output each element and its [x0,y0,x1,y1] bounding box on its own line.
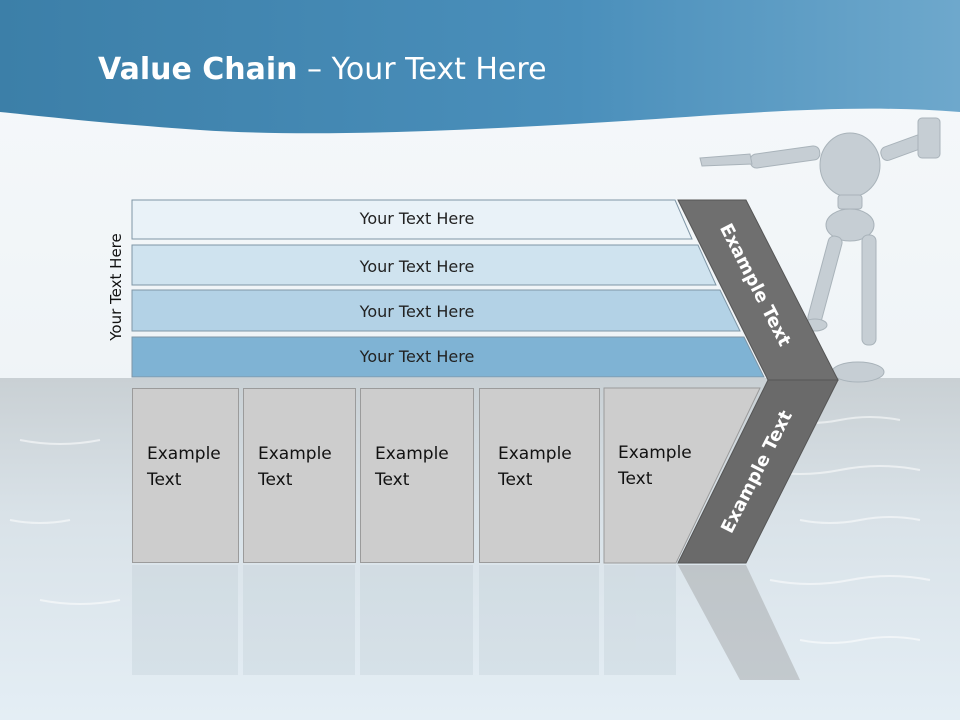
chevron-reflection [678,565,800,680]
box-reflections [132,565,676,675]
slide-title: Value Chain – Your Text Here [98,52,547,87]
bar-2-label: Your Text Here [359,257,475,276]
bar-2-shape [131,244,717,286]
bar-4-label: Your Text Here [359,347,475,366]
bar-4-shape [131,336,765,378]
bar-1-shape [131,199,693,240]
robot-illustration [699,117,941,383]
title-bold: Value Chain [98,52,298,87]
title-rest: – Your Text Here [297,52,547,87]
bar-1-label: Your Text Here [359,209,475,228]
bar-3-label: Your Text Here [359,302,475,321]
chevron-lower-shape [677,379,839,564]
bar-3-shape [131,289,741,332]
box-5-shape [603,387,761,564]
